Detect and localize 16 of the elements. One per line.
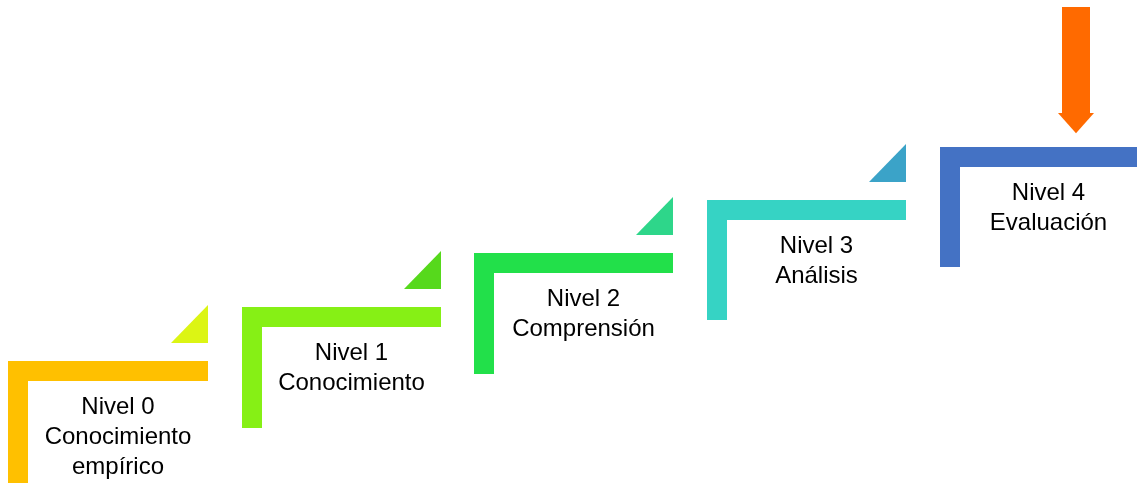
step-block xyxy=(940,147,1137,267)
level-label: Nivel 4 xyxy=(1011,177,1086,207)
step-block xyxy=(474,253,673,374)
level-title: Comprensión xyxy=(512,313,655,343)
step-block xyxy=(707,200,906,320)
step-block xyxy=(8,361,208,483)
level-title: Conocimiento empírico xyxy=(43,421,193,481)
level-label: Nivel 0 xyxy=(81,391,155,421)
level-label: Nivel 1 xyxy=(314,337,389,367)
level-title: Conocimiento xyxy=(278,367,425,397)
level-label: Nivel 3 xyxy=(779,230,854,260)
level-title: Análisis xyxy=(775,260,858,290)
level-label: Nivel 2 xyxy=(546,283,621,313)
level-title: Evaluación xyxy=(989,207,1108,237)
arrow xyxy=(1058,7,1094,134)
step-block xyxy=(242,307,441,428)
